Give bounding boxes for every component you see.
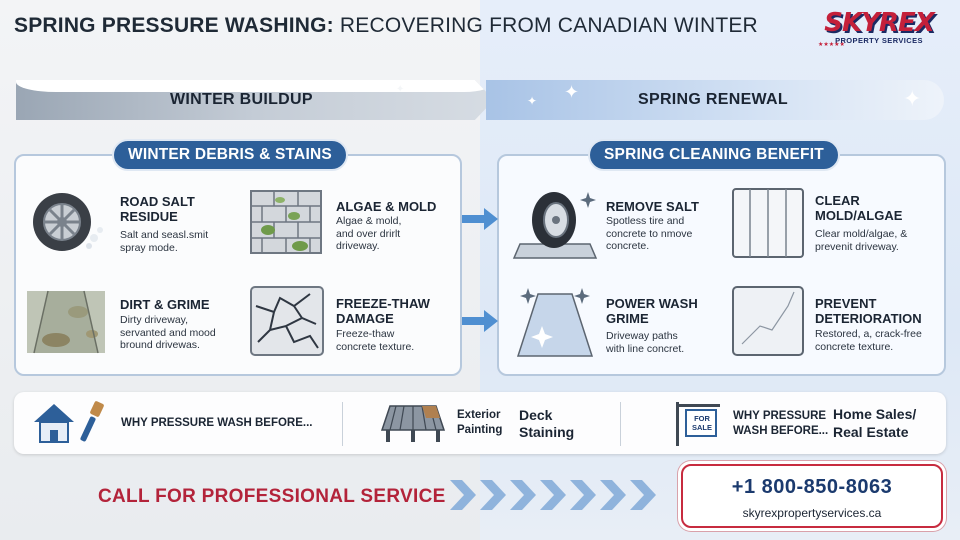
snowflake-icon: ✦ [396,84,405,95]
prevent-deterioration-desc: Restored, a, crack-free concrete texture… [815,328,922,353]
house-paintbrush-icon [34,401,104,443]
dirty-driveway-icon [27,290,105,354]
spring-banner-label: SPRING RENEWAL [638,91,788,108]
clean-driveway-icon [516,288,594,357]
for-sale-sign-icon [676,402,720,446]
power-wash-title: POWER WASH GRIME [606,296,698,326]
algae-mold-desc: Algae & mold, and over drirlt driveway. [336,215,402,252]
logo-stars-icon: ★★★★★ [818,42,845,48]
divider [342,402,343,446]
snow-edge [16,80,494,92]
dirt-grime-title: DIRT & GRIME [120,297,210,312]
road-salt-desc: Salt and seasl.smit spray mode. [120,229,209,254]
dirt-grime-desc: Dirty driveway, servanted and mood broun… [120,314,216,351]
sparkle-icon: ✦ [903,86,922,111]
cracked-concrete-icon [250,286,324,356]
why-pressure-wash-label: WHY PRESSURE WASH BEFORE... [121,417,313,429]
spring-panel-heading: SPRING CLEANING BENEFIT [588,139,840,171]
deck-staining-label: Deck Staining [519,407,575,440]
home-sales-label: Home Sales/ Real Estate [833,406,917,440]
phone-number[interactable]: +1 800-850-8063 [731,476,893,498]
cta-label: CALL FOR PROFESSIONAL SERVICE [98,486,446,507]
restored-concrete-icon [732,286,804,356]
road-salt-title: ROAD SALT RESIDUE [120,194,195,224]
chevron-arrows-icon [450,480,656,510]
power-wash-desc: Driveway paths with line concret. [606,330,685,355]
divider [620,402,621,446]
why-pressure-wash-label-2: WHY PRESSURE WASH BEFORE... [733,410,829,437]
mossy-brick-icon [250,190,322,254]
freeze-thaw-title: FREEZE-THAW DAMAGE [336,296,430,326]
clear-mold-title: CLEAR MOLD/ALGAE [815,193,903,223]
freeze-thaw-desc: Freeze-thaw concrete texture. [336,328,415,353]
logo-subtitle: PROPERTY SERVICES [835,36,923,45]
website-link[interactable]: skyrexpropertyservices.ca [742,506,882,520]
winter-panel-heading: WINTER DEBRIS & STAINS [112,139,348,171]
logo-wordmark: SKYREX [824,8,935,38]
remove-salt-title: REMOVE SALT [606,199,699,214]
remove-salt-desc: Spotless tire and concrete to nmove conc… [606,215,693,252]
winter-banner [16,80,494,120]
clean-tire-icon [512,192,598,259]
exterior-painting-label: Exterior Painting [457,409,503,436]
winter-banner-label: WINTER BUILDUP [170,91,313,108]
prevent-deterioration-title: PREVENT DETERIORATION [815,296,922,326]
tire-icon [33,193,103,251]
algae-mold-title: ALGAE & MOLD [336,199,437,214]
sparkle-icon: ✦ [564,82,580,102]
clean-panel-icon [732,188,804,258]
for-sale-sign-text: FOR SALE [691,414,712,432]
right-arrow-icon [462,310,498,332]
deck-icon [380,405,446,442]
use-cases-bar [14,392,946,454]
sparkle-icon: ✦ [527,94,538,108]
right-arrow-icon [462,208,498,230]
page-title: SPRING PRESSURE WASHING: RECOVERING FROM… [14,14,758,37]
spring-banner [486,80,944,120]
clear-mold-desc: Clear mold/algae, & prevenit driveway. [815,228,908,253]
contact-card: +1 800-850-8063 skyrexpropertyservices.c… [681,464,943,528]
brand-logo: SKYREX PROPERTY SERVICES ★★★★★ [812,8,946,54]
